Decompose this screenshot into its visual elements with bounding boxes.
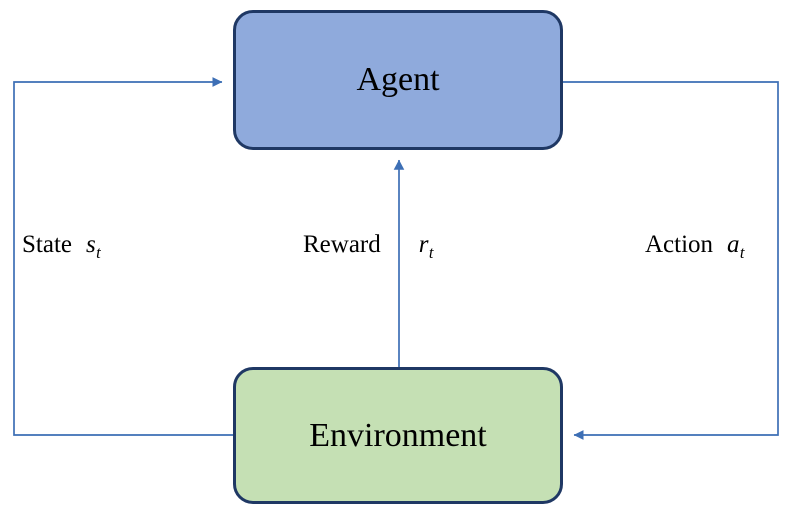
state-variable-symbol: s — [86, 231, 96, 258]
action-variable: at — [727, 231, 744, 262]
environment-label: Environment — [309, 416, 487, 454]
action-arrow — [563, 81, 779, 440]
reward-variable-subscript: t — [428, 242, 434, 262]
environment-node[interactable]: Environment — [233, 367, 563, 504]
agent-node[interactable]: Agent — [233, 10, 563, 150]
reward-edge-label: Reward rt — [303, 231, 434, 262]
reward-variable-symbol: r — [418, 231, 429, 258]
state-edge-name: State — [22, 231, 72, 258]
state-variable-subscript: t — [96, 242, 101, 262]
reward-variable: rt — [418, 231, 434, 262]
reward-edge-name: Reward — [303, 231, 381, 258]
action-variable-symbol: a — [727, 231, 740, 258]
agent-label: Agent — [356, 61, 440, 98]
action-variable-subscript: t — [739, 242, 745, 262]
state-arrow — [13, 77, 233, 436]
state-variable: st — [86, 231, 101, 262]
action-edge-name: Action — [645, 231, 714, 258]
